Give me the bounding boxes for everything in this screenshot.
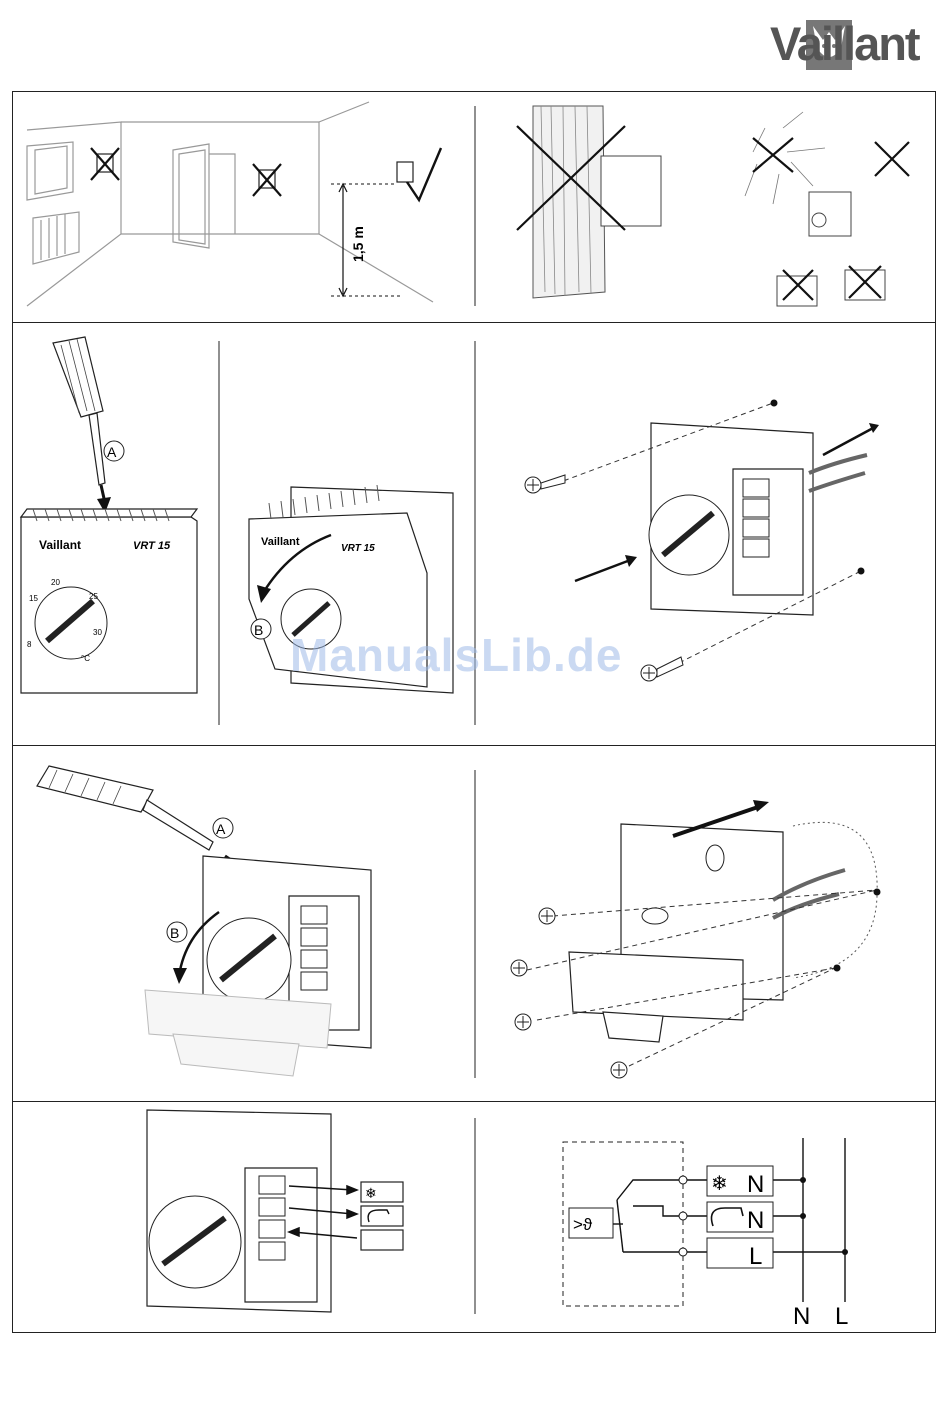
bus-n: N [793,1303,810,1330]
label-b-step3: B [170,925,179,941]
panel-mounting: A B [12,745,936,1102]
snowflake-icon: ❄ [365,1185,377,1201]
mount-height-label: 1,5 m [350,226,366,262]
panel-location: 1,5 m [12,91,936,323]
scale-start: 8 [27,640,32,649]
scale-30: 30 [93,628,102,637]
location-illustration: 1,5 m [13,92,935,322]
terminal-2: N [747,1207,764,1234]
snowflake-icon-schematic: ❄ [711,1173,728,1195]
device-model: VRT 15 [133,540,171,552]
brand-name: Vaillant [770,16,919,71]
label-b: B [254,622,263,638]
relay-symbol: >ϑ [573,1215,593,1234]
label-a: A [107,444,117,460]
panel-wiring: ❄ >ϑ ❄ N N L N [12,1101,936,1333]
unit-label: °C [81,654,90,663]
scale-25: 25 [89,592,98,601]
bus-l: L [835,1303,848,1330]
label-a-step3: A [216,821,226,837]
cross-icon [91,148,281,196]
terminal-1: N [747,1171,764,1198]
watermark: ManualsLib.de [290,628,622,682]
device-brand-open: Vaillant [261,536,300,548]
wiring-illustration: ❄ >ϑ ❄ N N L N [13,1102,935,1332]
device-brand: Vaillant [39,538,81,552]
terminal-3: L [749,1243,762,1270]
mounting-illustration: A B [13,746,935,1101]
scale-15: 15 [29,594,38,603]
device-model-open: VRT 15 [341,543,375,554]
panel-opening: A Vaillant VRT 15 8 15 20 25 30 °C Vaill… [12,322,936,746]
scale-20: 20 [51,578,60,587]
